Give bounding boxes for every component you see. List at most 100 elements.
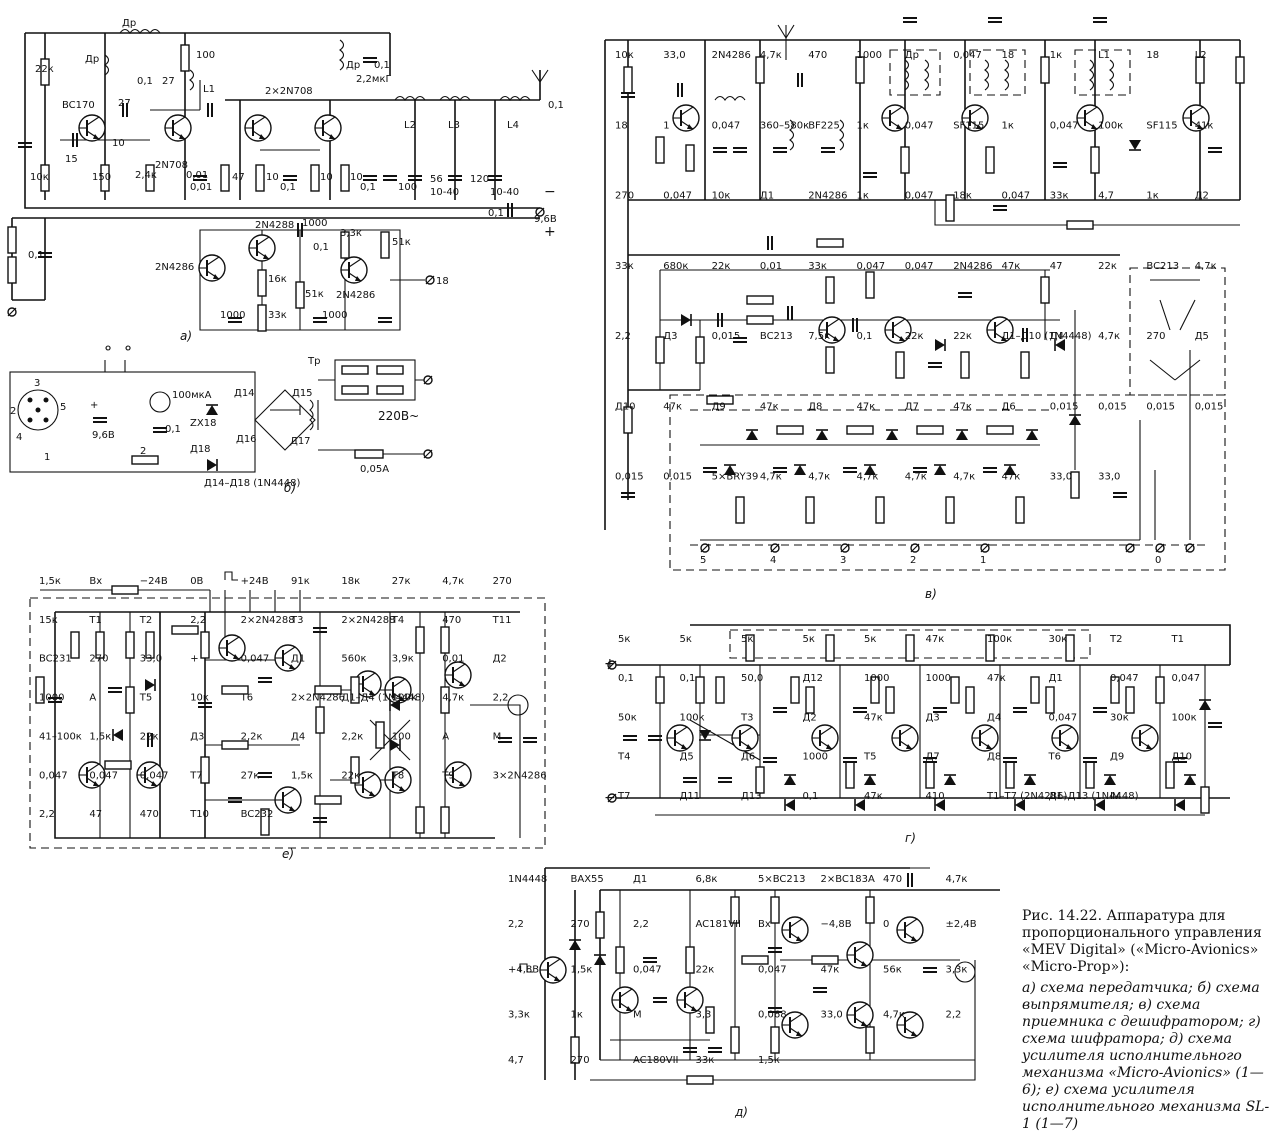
label: 1,5к [89,731,111,742]
label: 1000 [857,50,882,61]
label: 0,015 [1098,401,1127,412]
label: Д10 [1172,752,1193,763]
label: AC181VII [696,919,741,930]
label: 22к [953,331,972,342]
label: 220В~ [378,409,419,423]
label: 10-40 [430,187,459,198]
label: 0,1 [680,673,696,684]
label: 270 [1146,331,1165,342]
label: T9 [441,770,454,781]
label: 5к [741,634,753,645]
label: 9,6В [534,214,557,225]
label: 18к [953,191,972,202]
label: T8 [391,770,404,781]
label: 2N4286 [808,191,847,202]
label: L3 [448,120,460,131]
label: 22к [35,64,54,75]
label: 100к [987,634,1012,645]
label: 0,047 [758,964,787,975]
label: 10к [712,191,731,202]
label: 47к [663,401,682,412]
label: 0,1 [165,424,181,435]
label: 0,1 [803,791,819,802]
label: 0,1 [313,242,329,253]
label: Д3 [190,731,204,742]
label: 7,5к [808,331,830,342]
label: 150 [92,172,111,183]
label: 0,1 [137,76,153,87]
label: BC213 [760,331,793,342]
label: + [190,654,198,665]
label: 4 [16,432,22,443]
label: 100к [1172,712,1197,723]
label: 2N4286 [953,261,992,272]
label: T5 [863,752,876,763]
label: 1 [44,452,50,463]
label: Д14–Д18 (1N4448) [204,478,300,489]
label: 5 [60,402,66,413]
label: Д16 [236,434,257,445]
label: 0,068 [758,1010,787,1021]
label: M [493,731,502,742]
label: 2×2N4288 [341,615,395,626]
label: 2,2 [946,1010,962,1021]
label: 120 [470,174,489,185]
label: 0,1 [618,673,634,684]
label: 16к [268,274,287,285]
label: 0,1 [28,250,44,261]
label: 4,7к [946,874,968,885]
label: Д3 [926,712,940,723]
label: 6,8к [696,874,718,885]
label: T7 [189,770,202,781]
label: Д9 [1110,752,1124,763]
terminal-label: 0 [1155,555,1161,566]
label: Д4 [1050,331,1064,342]
label: 4,7к [857,472,879,483]
label: 41–100к [39,731,82,742]
label: 33,0 [663,50,685,61]
label: 33к [615,261,634,272]
label: −24В [140,576,168,587]
label: 56 [430,174,443,185]
label: 470 [140,809,159,820]
label: 3 [34,378,40,389]
label: T3 [290,615,303,626]
label: 47к [1002,472,1021,483]
label: 18 [436,276,449,287]
label: 0,1 [857,331,873,342]
label: T1 [1171,634,1184,645]
label: 410 [926,791,945,802]
label: Д11 [680,791,701,802]
label: 0,047 [1050,120,1079,131]
label: Д14 [234,388,255,399]
label: Д2 [803,712,817,723]
label: 2,2 [615,331,631,342]
label: +24В [241,576,269,587]
label: 47 [1050,261,1063,272]
label: 47к [1002,261,1021,272]
label: Д1 [1049,673,1063,684]
label: Д8 [808,401,822,412]
label: 0,015 [615,472,644,483]
label: 1,5к [291,770,313,781]
label: 0,015 [712,331,741,342]
label: 1к [1146,191,1158,202]
label: 270 [571,919,590,930]
label: 680к [663,261,688,272]
label: 1,5к [758,1055,780,1066]
label: 100к [392,693,417,704]
label: 4,7к [905,472,927,483]
label: 10к [190,693,209,704]
label: T11 [492,615,512,626]
label: 33к [268,310,287,321]
label: 91к [291,576,310,587]
label: 100 [392,731,411,742]
label: Тр [307,356,320,367]
label: Др [346,60,360,71]
label: 2,2 [508,919,524,930]
label: 10к [30,172,49,183]
label: 1000 [864,673,889,684]
